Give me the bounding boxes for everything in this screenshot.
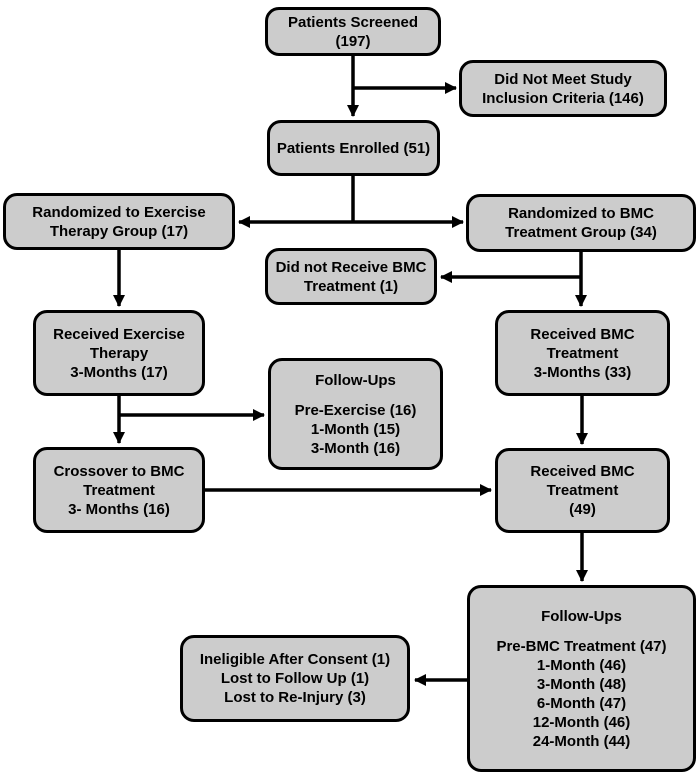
- node-line: Crossover to BMC: [53, 462, 185, 480]
- node-patients-screened: Patients Screened (197): [265, 7, 441, 56]
- node-line: 24-Month (44): [532, 732, 631, 750]
- node-line: (49): [569, 501, 596, 518]
- node-line: Randomized to Exercise: [32, 203, 206, 221]
- node-line: Pre-Exercise (16): [294, 401, 417, 419]
- node-randomized-exercise: Randomized to Exercise Therapy Group (17…: [3, 193, 235, 250]
- node-line: Received Exercise: [53, 325, 185, 343]
- node-followups-exercise: Follow-Ups Pre-Exercise (16) 1-Month (15…: [268, 358, 443, 470]
- node-line: Pre-BMC Treatment (47): [496, 637, 667, 655]
- node-line: Randomized to BMC: [508, 205, 654, 222]
- node-line: Did Not Meet Study: [494, 70, 632, 88]
- node-line: Received BMC: [530, 463, 635, 480]
- node-did-not-receive-bmc: Did not Receive BMC Treatment (1): [265, 248, 437, 305]
- node-line: 3-Month (16): [310, 439, 401, 457]
- node-received-bmc-3months: Received BMC Treatment 3-Months (33): [495, 310, 670, 396]
- node-randomized-bmc: Randomized to BMC Treatment Group (34): [466, 194, 696, 252]
- node-title: Follow-Ups: [315, 371, 396, 389]
- node-line: 1-Month (46): [536, 656, 627, 674]
- node-line: 1-Month (15): [310, 420, 401, 438]
- node-line: 6-Month (47): [536, 694, 627, 712]
- node-line: Treatment: [83, 481, 155, 499]
- node-line: Patients Screened: [287, 13, 419, 31]
- node-line: 3-Months (17): [70, 363, 168, 381]
- node-received-bmc-total: Received BMC Treatment (49): [495, 448, 670, 533]
- node-line: 3- Months (16): [68, 500, 170, 518]
- node-received-exercise: Received Exercise Therapy 3-Months (17): [33, 310, 205, 396]
- node-crossover-bmc: Crossover to BMC Treatment 3- Months (16…: [33, 447, 205, 533]
- node-line: Patients Enrolled (51): [276, 139, 431, 157]
- node-did-not-meet-criteria: Did Not Meet Study Inclusion Criteria (1…: [459, 60, 667, 117]
- node-line: Lost to Re-Injury (3): [224, 689, 366, 706]
- node-line: Received BMC: [530, 325, 635, 343]
- node-exclusions: Ineligible After Consent (1) Lost to Fol…: [180, 635, 410, 722]
- node-line: 12-Month (46): [532, 713, 631, 731]
- node-line: Ineligible After Consent (1): [199, 651, 391, 668]
- node-patients-enrolled: Patients Enrolled (51): [267, 120, 440, 176]
- node-line: Treatment: [546, 344, 619, 362]
- node-line: Therapy Group (17): [49, 222, 189, 240]
- node-line: Treatment Group (34): [505, 224, 657, 241]
- node-line: Inclusion Criteria (146): [482, 89, 644, 107]
- node-line: Treatment: [546, 482, 619, 499]
- node-line: Lost to Follow Up (1): [220, 670, 370, 687]
- node-line: (197): [335, 32, 371, 50]
- node-line: 3-Months (33): [533, 363, 632, 381]
- node-followups-bmc: Follow-Ups Pre-BMC Treatment (47) 1-Mont…: [467, 585, 696, 772]
- node-line: 3-Month (48): [536, 675, 627, 693]
- node-title: Follow-Ups: [541, 607, 622, 625]
- node-line: Treatment (1): [303, 277, 399, 295]
- node-line: Did not Receive BMC: [275, 258, 427, 276]
- node-line: Therapy: [89, 344, 149, 362]
